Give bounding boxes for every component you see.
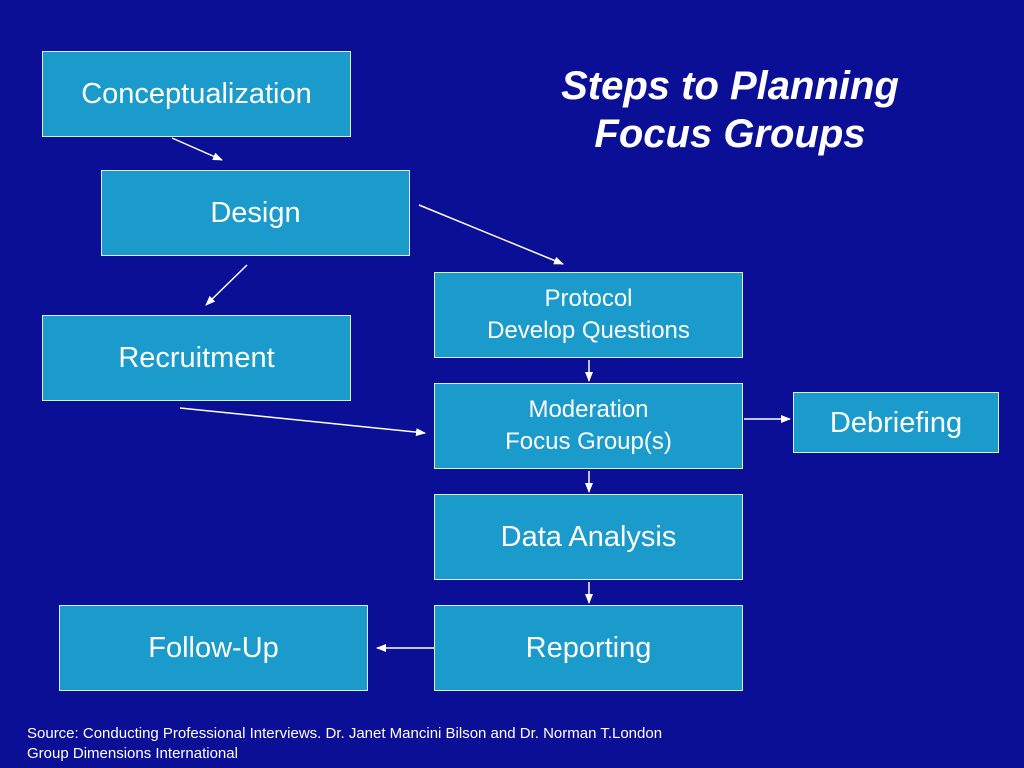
box-follow-up: Follow-Up (59, 605, 368, 691)
box-moderation-line-2: Focus Group(s) (505, 428, 672, 455)
arrow-recruitment-to-moderation (179, 407, 426, 437)
box-protocol-text: Protocol Develop Questions (487, 283, 690, 347)
box-debriefing: Debriefing (793, 392, 999, 453)
box-recruitment: Recruitment (42, 315, 351, 401)
title-line-2: Focus Groups (594, 112, 866, 156)
slide-title: Steps to Planning Focus Groups (510, 62, 950, 158)
source-line-1: Source: Conducting Professional Intervie… (27, 725, 663, 742)
box-conceptualization: Conceptualization (42, 51, 351, 137)
box-design-label: Design (210, 197, 301, 229)
box-data-analysis: Data Analysis (434, 494, 743, 580)
box-reporting-label: Reporting (525, 632, 652, 664)
box-protocol: Protocol Develop Questions (434, 272, 743, 358)
box-follow-up-label: Follow-Up (148, 632, 279, 664)
box-reporting: Reporting (434, 605, 743, 691)
source-citation: Source: Conducting Professional Intervie… (27, 724, 827, 764)
source-line-2: Group Dimensions International (27, 745, 238, 762)
box-moderation-line-1: Moderation (528, 396, 649, 423)
box-debriefing-label: Debriefing (829, 406, 963, 439)
box-protocol-line-2: Develop Questions (487, 317, 690, 344)
box-design: Design (101, 170, 410, 256)
box-data-analysis-label: Data Analysis (500, 521, 677, 553)
box-moderation-text: Moderation Focus Group(s) (505, 394, 672, 458)
box-moderation: Moderation Focus Group(s) (434, 383, 743, 469)
box-conceptualization-label: Conceptualization (81, 78, 312, 110)
box-recruitment-label: Recruitment (118, 342, 275, 374)
arrow-design-to-recruitment (205, 264, 248, 306)
arrow-design-to-protocol (418, 204, 564, 265)
arrow-conceptualization-to-design (171, 137, 223, 161)
box-protocol-line-1: Protocol (544, 285, 633, 312)
title-line-1: Steps to Planning (561, 64, 899, 108)
